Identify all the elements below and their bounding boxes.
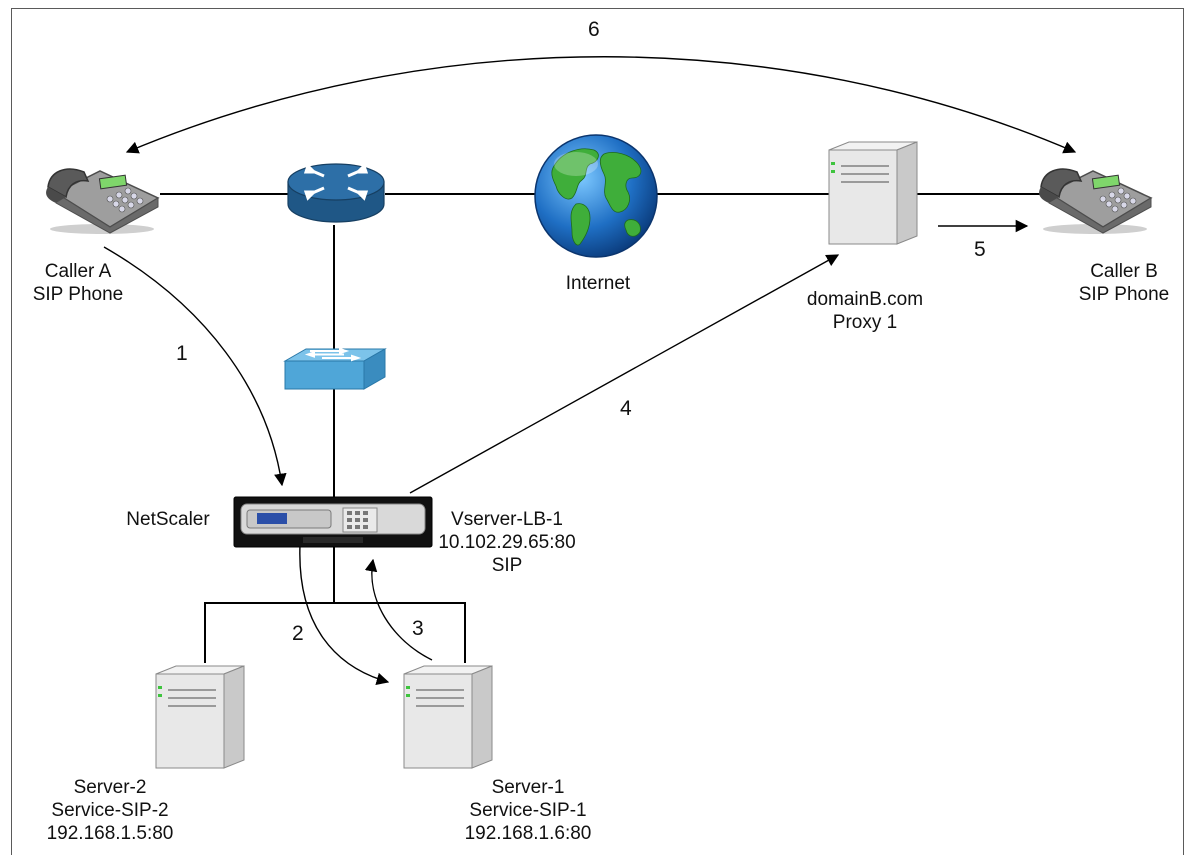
globe-icon bbox=[534, 134, 658, 258]
switch-icon bbox=[283, 347, 387, 390]
flow-arrow-1 bbox=[103, 246, 287, 487]
server-2-service: Service-SIP-2 bbox=[51, 800, 169, 821]
server-1-name: Server-1 bbox=[491, 777, 565, 798]
step-4-label: 4 bbox=[620, 397, 632, 420]
caller-a-label: Caller A SIP Phone bbox=[18, 260, 138, 306]
caller-a-type: SIP Phone bbox=[32, 284, 124, 305]
server-2-icon bbox=[155, 665, 245, 769]
proxy-name: domainB.com bbox=[806, 289, 924, 310]
server-1-icon bbox=[403, 665, 493, 769]
vserver-label: Vserver-LB-1 10.102.29.65:80 SIP bbox=[432, 508, 582, 577]
flow-arrow-6 bbox=[125, 56, 1077, 154]
server-1-service: Service-SIP-1 bbox=[469, 800, 587, 821]
flow-arrow-4 bbox=[409, 254, 840, 494]
step-3-label: 3 bbox=[412, 617, 424, 640]
vserver-protocol: SIP bbox=[491, 555, 523, 576]
lan-bus bbox=[204, 602, 466, 663]
proxy-server-icon bbox=[828, 141, 918, 245]
phone-icon bbox=[1039, 168, 1153, 234]
flow-arrow-3 bbox=[364, 558, 433, 661]
vserver-name: Vserver-LB-1 bbox=[451, 509, 563, 530]
caller-a-name: Caller A bbox=[44, 261, 112, 282]
caller-b-name: Caller B bbox=[1090, 261, 1158, 282]
caller-b-label: Caller B SIP Phone bbox=[1058, 260, 1190, 306]
proxy-role: Proxy 1 bbox=[832, 312, 898, 333]
netscaler-appliance-icon bbox=[233, 496, 433, 548]
proxy-label: domainB.com Proxy 1 bbox=[790, 288, 940, 334]
vserver-address: 10.102.29.65:80 bbox=[438, 532, 576, 553]
caller-b-type: SIP Phone bbox=[1078, 284, 1170, 305]
netscaler-label: NetScaler bbox=[126, 509, 210, 530]
step-1-label: 1 bbox=[176, 342, 188, 365]
flow-arrow-2 bbox=[299, 544, 390, 685]
step-6-label: 6 bbox=[588, 18, 600, 41]
server-2-address: 192.168.1.5:80 bbox=[46, 823, 174, 844]
server-2-name: Server-2 bbox=[73, 777, 147, 798]
diagram-frame bbox=[11, 8, 1184, 855]
internet-label: Internet bbox=[565, 273, 631, 294]
step-5-label: 5 bbox=[974, 238, 986, 261]
server-2-label: Server-2 Service-SIP-2 192.168.1.5:80 bbox=[30, 776, 190, 845]
step-2-label: 2 bbox=[292, 622, 304, 645]
router-icon bbox=[287, 163, 385, 223]
server-1-label: Server-1 Service-SIP-1 192.168.1.6:80 bbox=[448, 776, 608, 845]
phone-icon bbox=[46, 168, 160, 234]
server-1-address: 192.168.1.6:80 bbox=[464, 823, 592, 844]
